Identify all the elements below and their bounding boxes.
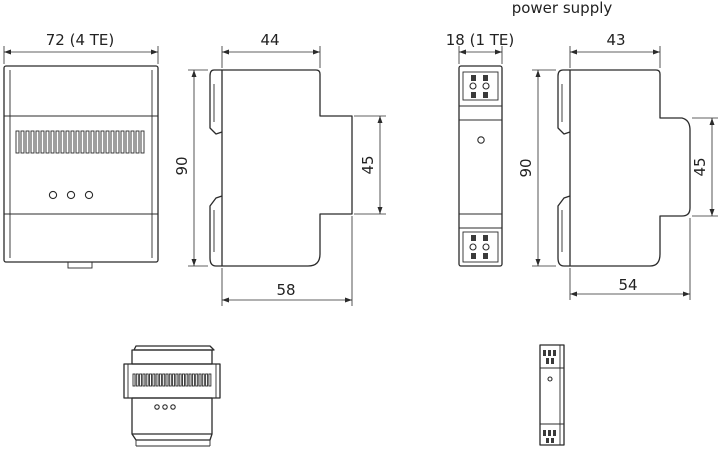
vent-slot — [142, 373, 146, 387]
dimension-height-main: 90 — [173, 69, 208, 267]
dimension-height-psu: 90 — [517, 69, 556, 267]
vent-slot — [198, 373, 202, 387]
vent-slot — [30, 130, 35, 154]
dimension-label: 43 — [606, 31, 625, 49]
dimension-label: 18 (1 TE) — [446, 31, 515, 49]
ventilation-slots — [15, 130, 145, 154]
vent-slot — [182, 373, 185, 387]
vent-slot — [40, 130, 45, 154]
vent-slot — [85, 130, 90, 154]
vent-slot — [139, 373, 143, 387]
vent-slot — [158, 373, 162, 387]
vent-slot — [205, 373, 209, 387]
dimension-label: 72 (4 TE) — [46, 31, 115, 49]
module-4te-3d-view — [123, 345, 221, 447]
vent-slot — [110, 130, 115, 154]
dimension-depth-total-main: 58 — [221, 216, 353, 306]
led-indicator — [48, 190, 58, 200]
led-indicator — [66, 190, 76, 200]
vent-slot — [35, 130, 40, 154]
dimension-depth-total-psu: 54 — [569, 218, 691, 300]
vent-slot — [175, 373, 179, 387]
psu-1te-3d-view — [539, 344, 565, 446]
power-supply-caption: power supply — [512, 0, 613, 17]
module-4te-side-view — [209, 69, 353, 267]
vent-slot — [25, 130, 30, 154]
vent-slot — [90, 130, 95, 154]
terminal-block-top — [462, 71, 499, 101]
vent-slot — [100, 130, 105, 154]
vent-slot — [145, 373, 149, 387]
vent-slot — [50, 130, 55, 154]
vent-slot — [75, 130, 80, 154]
vent-slot — [20, 130, 25, 154]
module-4te-front-view — [3, 65, 159, 269]
dimension-depth-top-psu: 43 — [569, 31, 661, 68]
vent-slot — [155, 373, 159, 387]
dimension-label: 90 — [173, 156, 191, 175]
psu-1te-side-view — [557, 69, 691, 267]
vent-slot — [208, 373, 212, 387]
vent-slot — [125, 130, 130, 154]
terminal-block-bottom — [462, 231, 499, 263]
vent-slot — [55, 130, 60, 154]
dimension-width-1te: 18 (1 TE) — [446, 31, 515, 64]
vent-slot — [120, 130, 125, 154]
vent-slot — [132, 373, 136, 387]
vent-slot — [165, 373, 169, 387]
vent-slot — [60, 130, 65, 154]
vent-slot — [130, 130, 135, 154]
vent-slot — [95, 130, 100, 154]
vent-slot — [152, 373, 156, 387]
vent-slot — [135, 130, 140, 154]
led-indicator — [84, 190, 94, 200]
vent-slot — [70, 130, 75, 154]
vent-slot — [188, 373, 192, 387]
vent-slot — [191, 373, 195, 387]
dimension-step-psu: 45 — [691, 117, 718, 217]
vent-slot — [178, 373, 182, 387]
led-indicator — [477, 136, 485, 144]
dimension-label: 90 — [517, 158, 535, 177]
dimension-step-main: 45 — [354, 115, 386, 215]
vent-slot — [168, 373, 172, 387]
vent-slot — [195, 373, 199, 387]
vent-slot — [162, 373, 166, 387]
dimension-label: 58 — [276, 281, 295, 299]
vent-slot — [149, 373, 152, 387]
vent-slot — [45, 130, 50, 154]
vent-slot — [201, 373, 205, 387]
vent-slot — [80, 130, 85, 154]
dimension-label: 44 — [260, 31, 279, 49]
dimension-label: 45 — [359, 155, 377, 174]
vent-slot — [105, 130, 110, 154]
vent-slot — [65, 130, 70, 154]
ventilation-slots — [132, 373, 212, 387]
vent-slot — [140, 130, 145, 154]
dimension-depth-top-main: 44 — [221, 31, 321, 68]
vent-slot — [185, 373, 189, 387]
vent-slot — [172, 373, 176, 387]
dimension-width-4te: 72 (4 TE) — [3, 31, 159, 64]
dimension-label: 54 — [618, 276, 637, 294]
vent-slot — [135, 373, 139, 387]
vent-slot — [15, 130, 20, 154]
psu-1te-front-view — [458, 65, 503, 267]
dimension-label: 45 — [691, 157, 709, 176]
vent-slot — [115, 130, 120, 154]
